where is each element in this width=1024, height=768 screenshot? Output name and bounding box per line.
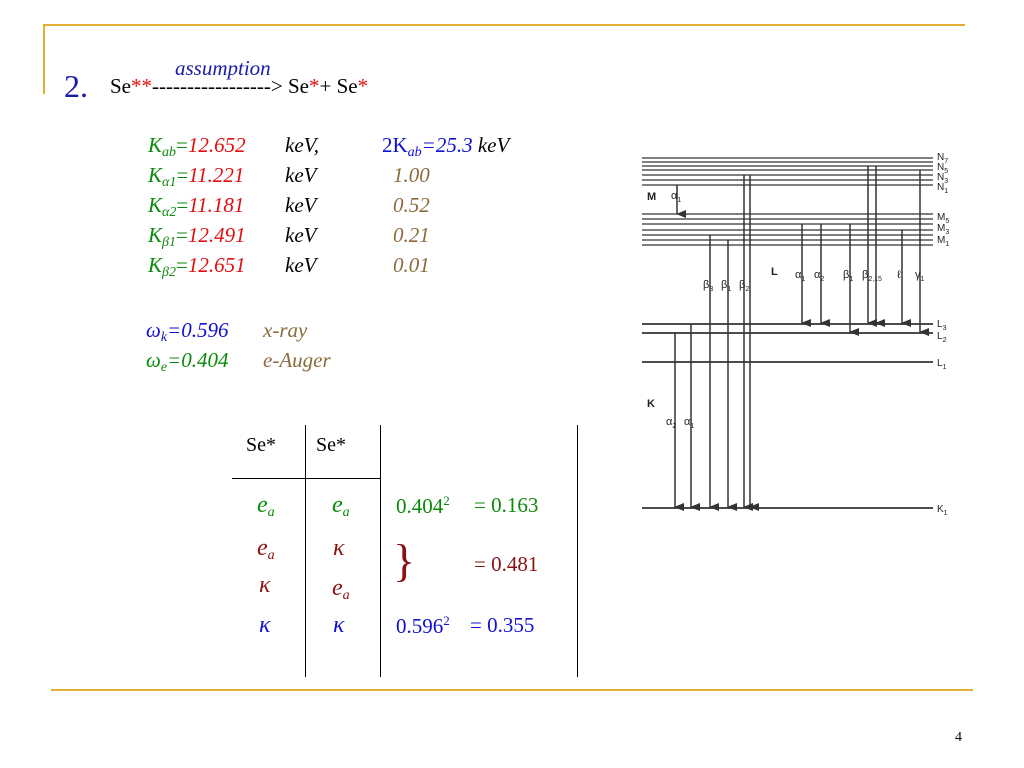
table-col-divider xyxy=(380,425,381,677)
brace-symbol: } xyxy=(393,535,416,586)
table-cell: ea xyxy=(257,535,275,563)
label-k-beta1: β1 xyxy=(721,279,731,293)
yield-xray: ωk=0.596 xyxy=(146,318,229,345)
energy-unit-kb2: keV xyxy=(285,253,317,277)
assumption-label: assumption xyxy=(175,56,271,80)
level-label-l1: L1 xyxy=(937,358,947,371)
top-rule xyxy=(43,24,965,26)
table-cell: κ xyxy=(333,612,345,638)
table-cell: κ xyxy=(259,612,271,638)
table-cell: ea xyxy=(332,492,350,520)
shell-label-l: L xyxy=(771,266,778,278)
level-label-n7: N7 xyxy=(937,152,948,165)
table-header-rule xyxy=(232,478,380,479)
page-number: 4 xyxy=(955,730,962,745)
label-l-beta1: β1 xyxy=(843,269,853,283)
shell-label-k: K xyxy=(647,398,655,410)
rel-intensity-ka1: 1.00 xyxy=(393,163,430,187)
label-k-alpha1: α1 xyxy=(684,416,694,430)
energy-unit-ka2: keV xyxy=(285,193,317,217)
table-cell: κ xyxy=(333,535,345,561)
level-label-m5: M5 xyxy=(937,212,949,225)
rel-intensity-ka2: 0.52 xyxy=(393,193,430,217)
table-cell: ea xyxy=(332,575,350,603)
level-label-l3: L3 xyxy=(937,319,947,332)
table-col-divider xyxy=(577,425,578,677)
level-label-k1: K1 xyxy=(937,504,948,517)
energy-unit-ka1: keV xyxy=(285,163,317,187)
yield-auger: ωe=0.404 xyxy=(146,348,229,375)
table-header: Se* xyxy=(316,434,346,456)
bottom-rule xyxy=(51,689,973,691)
result-kk: 0.5962 xyxy=(396,613,450,638)
transition-labels: α1 β3 β1 β2 α1 α2 β1 β2,15 ℓ γ1 α2 α1 xyxy=(666,190,925,430)
label-l-beta215: β2,15 xyxy=(862,269,882,283)
energy-row-kb1: Kβ1=12.491 xyxy=(148,223,246,250)
label-l-ell: ℓ xyxy=(897,269,901,281)
rel-intensity-kb2: 0.01 xyxy=(393,253,430,277)
result-ee-value: = 0.163 xyxy=(474,493,539,517)
shell-label-m: M xyxy=(647,191,656,203)
level-label-m3: M3 xyxy=(937,223,949,236)
label-m-alpha1: α1 xyxy=(671,190,681,204)
energy-unit-kab: keV, xyxy=(285,133,320,157)
yield-auger-label: e-Auger xyxy=(263,348,331,372)
energy-row-ka1: Kα1=11.221 xyxy=(148,163,245,190)
table-col-divider xyxy=(305,425,306,677)
label-k-beta3: β3 xyxy=(703,279,713,293)
label-l-gamma1: γ1 xyxy=(915,269,925,283)
label-k-alpha2: α2 xyxy=(666,416,676,430)
transition-arrows xyxy=(674,166,929,511)
result-mixed-value: = 0.481 xyxy=(474,552,539,576)
energy-unit-kb1: keV xyxy=(285,223,317,247)
label-l-alpha2: α2 xyxy=(814,269,824,283)
rel-intensity-kb1: 0.21 xyxy=(393,223,430,247)
energy-row-ka2: Kα2=11.181 xyxy=(148,193,245,220)
left-rule xyxy=(43,24,45,94)
label-k-beta2: β2 xyxy=(739,279,749,293)
result-ee: 0.4042 xyxy=(396,493,450,518)
level-labels: N7 N5 N3 N1 M5 M3 M1 L3 L2 L1 K1 xyxy=(937,152,949,517)
yield-xray-label: x-ray xyxy=(263,318,308,342)
level-label-n1: N1 xyxy=(937,182,948,195)
level-label-l2: L2 xyxy=(937,331,947,344)
double-k-energy: 2Kab=25.3 keV xyxy=(382,133,510,160)
item-number: 2. xyxy=(64,68,88,104)
level-label-m1: M1 xyxy=(937,235,949,248)
energy-row-kb2: Kβ2=12.651 xyxy=(148,253,246,280)
level-label-n5: N5 xyxy=(937,162,948,175)
table-header: Se* xyxy=(246,434,276,456)
level-label-n3: N3 xyxy=(937,172,948,185)
result-kk-value: = 0.355 xyxy=(470,613,535,637)
reaction-equation: Se**-----------------> Se*+ Se* xyxy=(110,74,369,98)
table-cell: κ xyxy=(259,572,271,598)
table-cell: ea xyxy=(257,492,275,520)
energy-row-kab: Kab=12.652 xyxy=(148,133,246,160)
label-l-alpha1: α1 xyxy=(795,269,805,283)
level-lines xyxy=(642,157,933,246)
